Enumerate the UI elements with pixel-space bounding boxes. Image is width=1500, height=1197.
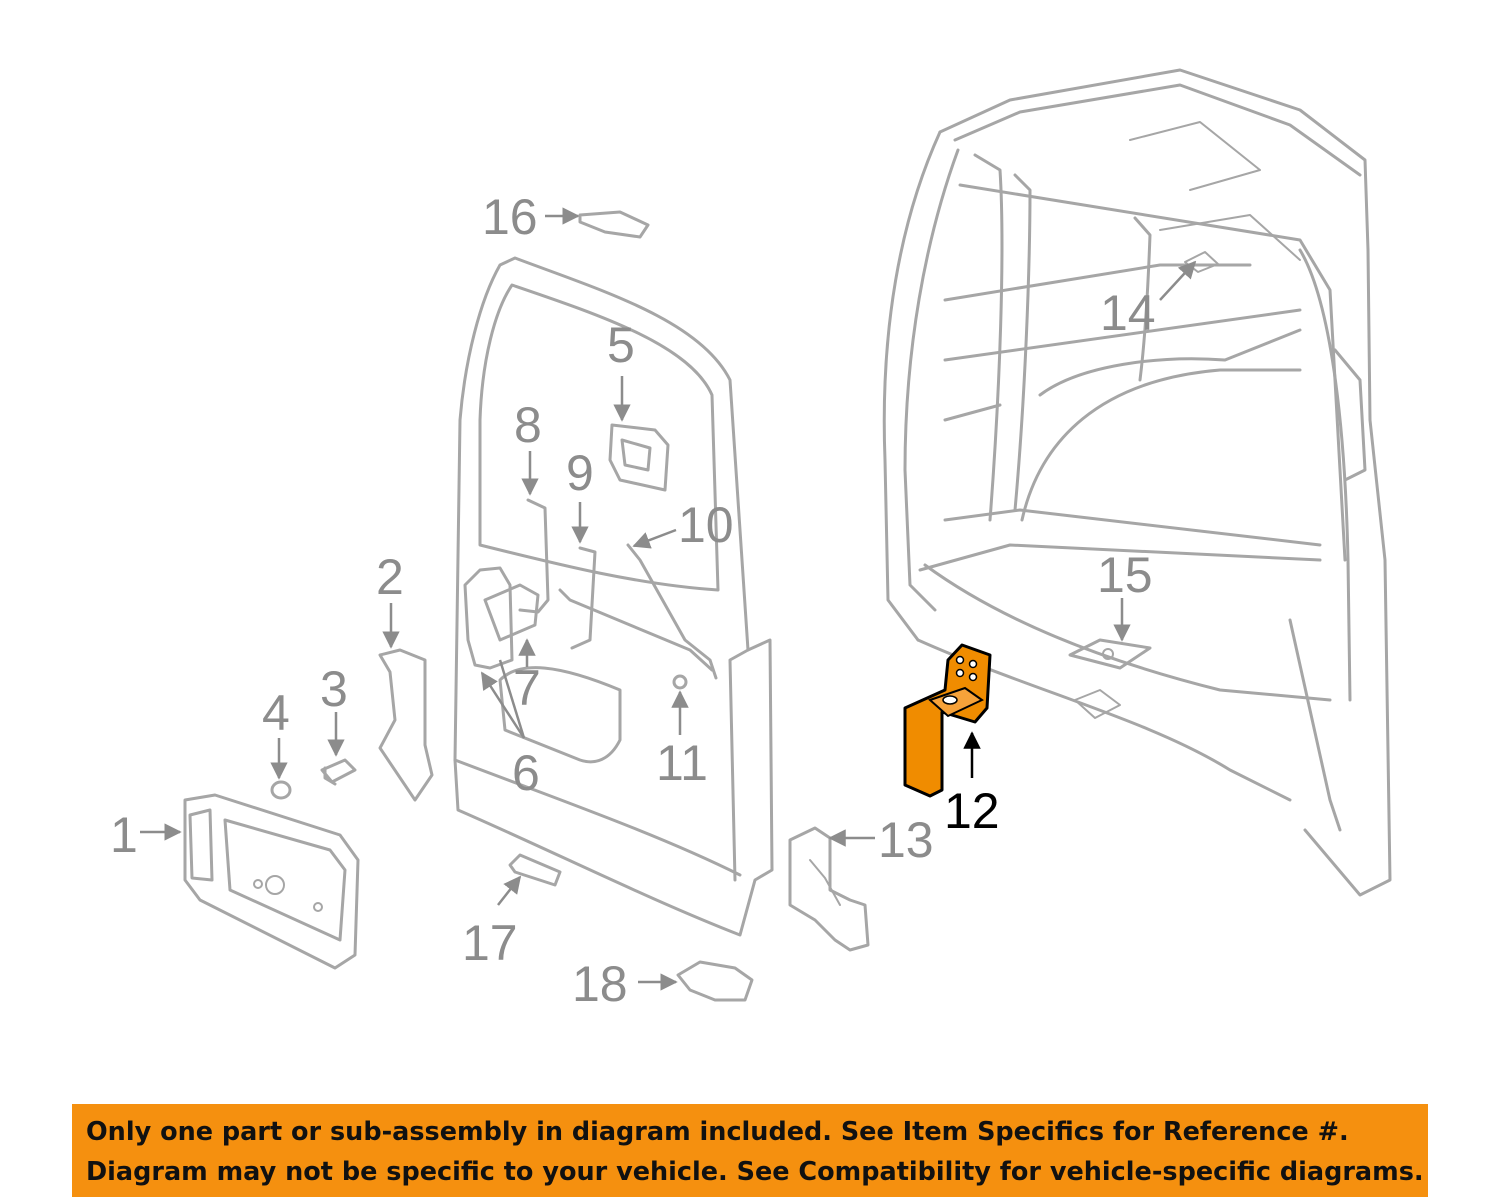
leader-lines bbox=[140, 207, 1197, 991]
callout-7: 7 bbox=[513, 660, 541, 716]
rear-door-illustration bbox=[453, 256, 774, 937]
part-1-handle-housing bbox=[183, 793, 360, 970]
callout-2: 2 bbox=[376, 549, 404, 605]
part-11-clip bbox=[672, 674, 688, 690]
callout-16: 16 bbox=[482, 189, 538, 245]
callout-12: 12 bbox=[944, 783, 1000, 839]
callout-14: 14 bbox=[1100, 285, 1156, 341]
callout-labels: 1 2 3 4 5 6 7 8 9 10 11 12 13 14 15 16 1… bbox=[110, 189, 1156, 1012]
part-2-bracket bbox=[378, 648, 434, 802]
part-10-rod bbox=[626, 543, 718, 680]
part-9-rod bbox=[558, 546, 714, 672]
part-3-bolt bbox=[320, 758, 357, 786]
part-8-rod bbox=[518, 498, 550, 614]
part-6-lock-assembly bbox=[463, 566, 540, 670]
callout-13: 13 bbox=[878, 812, 934, 868]
van-body-illustration bbox=[882, 68, 1392, 897]
callout-18: 18 bbox=[572, 956, 628, 1012]
callout-1: 1 bbox=[110, 807, 138, 863]
disclaimer-banner: Only one part or sub-assembly in diagram… bbox=[72, 1104, 1428, 1197]
callout-8: 8 bbox=[514, 397, 542, 453]
disclaimer-line-2: Diagram may not be specific to your vehi… bbox=[86, 1157, 1424, 1187]
callout-9: 9 bbox=[566, 445, 594, 501]
callout-15: 15 bbox=[1097, 547, 1153, 603]
part-18-bumper bbox=[676, 960, 754, 1002]
part-13-hinge bbox=[788, 826, 870, 952]
callout-10: 10 bbox=[678, 497, 734, 553]
part-5-latch-handle bbox=[608, 423, 670, 492]
callout-5: 5 bbox=[607, 317, 635, 373]
part-15-plate bbox=[1068, 638, 1152, 670]
disclaimer-line-1: Only one part or sub-assembly in diagram… bbox=[86, 1117, 1349, 1147]
callout-17: 17 bbox=[462, 915, 518, 971]
part-12-hinge-highlighted bbox=[903, 643, 992, 798]
part-16-strip bbox=[578, 210, 650, 239]
part-4-clip bbox=[270, 780, 292, 800]
callout-11: 11 bbox=[656, 735, 708, 791]
callout-4: 4 bbox=[262, 685, 290, 741]
callout-6: 6 bbox=[512, 745, 540, 801]
part-17-pad bbox=[508, 853, 562, 887]
callout-3: 3 bbox=[320, 661, 348, 717]
